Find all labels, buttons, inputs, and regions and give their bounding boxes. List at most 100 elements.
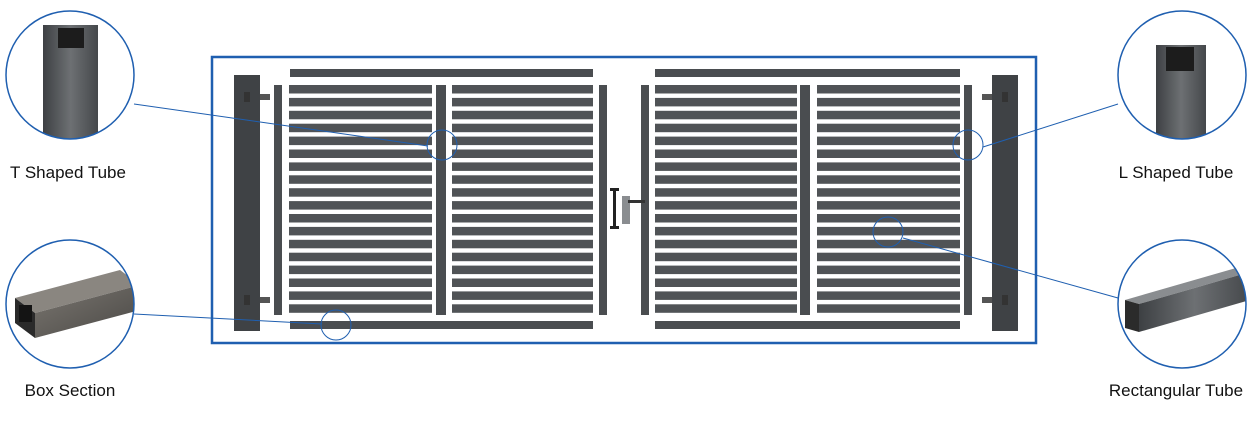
slat	[289, 136, 432, 146]
slat	[655, 97, 797, 107]
slat	[289, 304, 432, 313]
t-shaped-tube-detail	[5, 10, 135, 140]
slat	[289, 214, 432, 223]
slat	[817, 162, 960, 171]
slat	[817, 304, 960, 313]
latch-body	[622, 196, 630, 224]
left-hinge	[260, 297, 270, 303]
slat	[655, 304, 797, 313]
marker-t-shaped	[426, 129, 458, 161]
slat	[289, 265, 432, 275]
slat	[655, 239, 797, 249]
right-hinge-bolt	[1002, 92, 1008, 102]
slat	[817, 85, 960, 94]
slat	[655, 252, 797, 262]
label-l-shaped-tube: L Shaped Tube	[1119, 163, 1234, 182]
latch-cap-top	[610, 188, 619, 191]
side-stile	[964, 85, 972, 315]
bottom-rail	[290, 321, 593, 329]
middle-stile	[800, 85, 810, 315]
slat	[655, 278, 797, 287]
slat	[655, 110, 797, 120]
slat	[655, 85, 797, 94]
label-box-section: Box Section	[25, 381, 116, 400]
l-shaped-tube-detail	[1117, 10, 1247, 140]
left-hinge-bolt	[244, 92, 250, 102]
slat	[289, 149, 432, 158]
slat	[289, 252, 432, 262]
slat	[655, 175, 797, 184]
slat	[452, 214, 593, 223]
right-hinge-bolt	[1002, 295, 1008, 305]
slat	[289, 188, 432, 197]
slat	[655, 188, 797, 197]
marker-rectangular	[872, 216, 904, 248]
slat	[655, 162, 797, 171]
slat	[655, 265, 797, 275]
slat	[452, 110, 593, 120]
slat	[817, 239, 960, 249]
slat	[289, 162, 432, 171]
top-rail	[290, 69, 593, 77]
slat	[452, 239, 593, 249]
side-stile	[274, 85, 282, 315]
slat	[655, 214, 797, 223]
slat	[817, 110, 960, 120]
leader-lines	[133, 103, 1119, 341]
slat	[452, 85, 593, 94]
slat	[655, 149, 797, 158]
slat	[817, 175, 960, 184]
marker-l-shaped	[952, 129, 984, 161]
slat	[452, 226, 593, 236]
latch-cap-bottom	[610, 226, 619, 229]
left-hinge-bolt	[244, 295, 250, 305]
leader-line-rectangular	[902, 237, 1119, 299]
left-hinge	[260, 94, 270, 100]
slat	[289, 110, 432, 120]
rectangular-tube-detail	[1117, 239, 1247, 369]
slat	[452, 291, 593, 300]
box-section-detail	[5, 239, 135, 369]
slat	[452, 188, 593, 197]
label-rectangular-tube: Rectangular Tube	[1109, 381, 1243, 400]
slat	[655, 136, 797, 146]
bottom-rail	[655, 321, 960, 329]
label-t-shaped-tube: T Shaped Tube	[10, 163, 126, 182]
slat	[817, 278, 960, 287]
slat	[289, 226, 432, 236]
latch-bar	[613, 190, 616, 228]
slat	[655, 123, 797, 133]
slat	[817, 149, 960, 158]
slat	[452, 123, 593, 133]
gate-drawing	[234, 69, 1018, 331]
slat	[452, 97, 593, 107]
slat	[817, 291, 960, 300]
slat	[817, 265, 960, 275]
slat	[655, 226, 797, 236]
slat	[817, 123, 960, 133]
slat	[289, 291, 432, 300]
slat	[817, 188, 960, 197]
slat	[817, 226, 960, 236]
slat	[452, 175, 593, 184]
gate-frame	[210, 55, 1038, 345]
leader-line-box-section	[133, 313, 323, 325]
slat	[452, 162, 593, 171]
left-post	[234, 75, 260, 331]
latch-handle	[628, 200, 645, 203]
slat	[452, 201, 593, 210]
slat	[452, 136, 593, 146]
top-rail	[655, 69, 960, 77]
side-stile	[599, 85, 607, 315]
middle-stile	[436, 85, 446, 315]
slat	[289, 97, 432, 107]
slat	[289, 239, 432, 249]
slat	[289, 278, 432, 287]
right-hinge	[982, 297, 992, 303]
slat	[452, 278, 593, 287]
slat	[452, 149, 593, 158]
leader-line-l-shaped	[982, 103, 1119, 148]
slat	[452, 304, 593, 313]
slat	[655, 291, 797, 300]
